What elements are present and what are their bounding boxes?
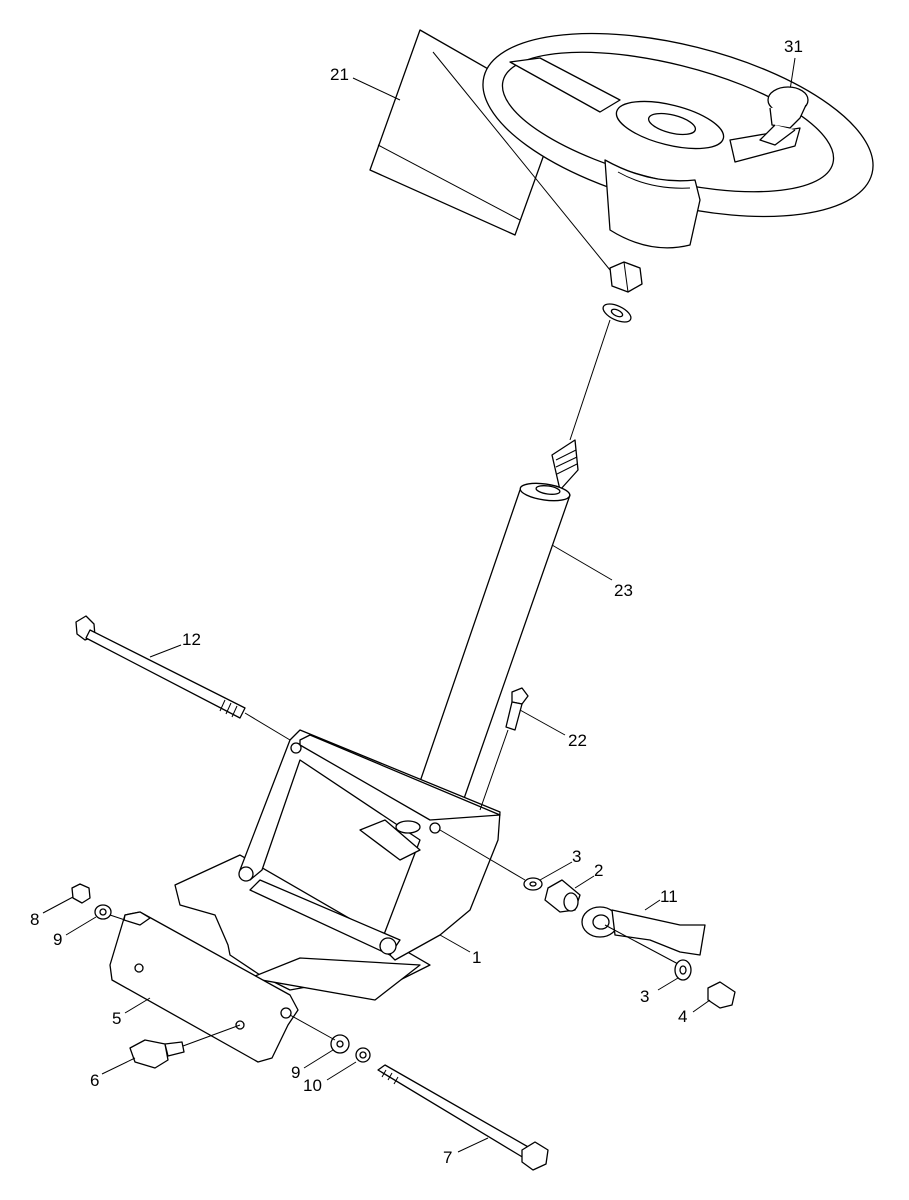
ground-shadow	[174, 854, 431, 1001]
label-9-lower: 9	[291, 1063, 300, 1082]
label-21: 21	[330, 65, 349, 84]
label-1: 1	[472, 948, 481, 967]
label-11: 11	[660, 887, 678, 906]
label-6: 6	[90, 1071, 99, 1090]
label-23: 23	[614, 581, 633, 600]
long-bolt-7	[377, 1064, 549, 1171]
label-9-upper: 9	[53, 930, 62, 949]
lever-arm	[581, 906, 706, 966]
nut-8	[71, 883, 91, 904]
label-31: 31	[784, 37, 803, 56]
stud-bolt-6	[129, 1024, 241, 1069]
long-bolt	[75, 615, 291, 741]
mount-plate	[109, 911, 299, 1063]
centerline	[569, 319, 611, 441]
leader-lines	[42, 77, 711, 1153]
label-12: 12	[182, 630, 201, 649]
steering-bracket	[238, 729, 501, 961]
label-2: 2	[594, 861, 603, 880]
steering-shaft	[411, 439, 579, 811]
bolt-22	[479, 687, 529, 811]
label-22: 22	[568, 731, 587, 750]
label-10: 10	[303, 1076, 322, 1095]
label-4: 4	[678, 1007, 687, 1026]
label-3-lower: 3	[640, 987, 649, 1006]
part-labels: 21 31 23 12 22 3 2 11 1 3 4 8 9 5 6 9 10…	[30, 37, 803, 1167]
wheel-nut	[602, 261, 643, 323]
label-5: 5	[112, 1009, 121, 1028]
label-3-upper: 3	[572, 847, 581, 866]
bolt-4	[707, 981, 736, 1009]
label-7: 7	[443, 1148, 452, 1167]
bushing	[544, 879, 581, 913]
steering-wheel	[369, 29, 874, 249]
label-8: 8	[30, 910, 39, 929]
spinner-knob	[759, 57, 809, 146]
